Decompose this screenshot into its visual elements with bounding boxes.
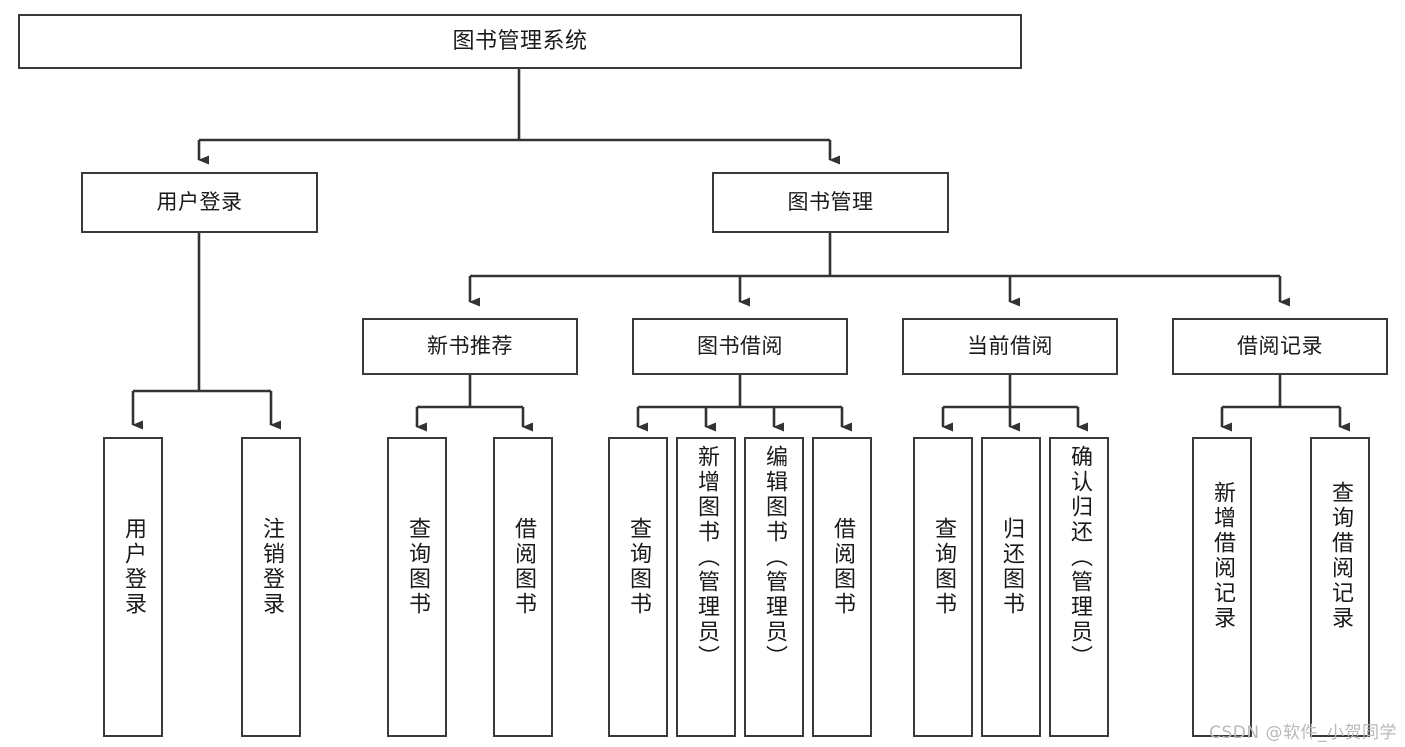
node-book-borrow[interactable]: 图书借阅 <box>632 318 848 375</box>
node-leaf-add-record-label: 新增借阅记录 <box>1210 481 1235 631</box>
node-user-login-label: 用户登录 <box>156 190 243 215</box>
node-book-manage[interactable]: 图书管理 <box>712 172 949 233</box>
node-root-system[interactable]: 图书管理系统 <box>18 14 1022 69</box>
node-leaf-user-login[interactable]: 用户登录 <box>103 437 163 737</box>
node-user-login[interactable]: 用户登录 <box>81 172 318 233</box>
node-leaf-borrow-book-1-label: 借阅图书 <box>511 517 536 617</box>
node-current-borrow-label: 当前借阅 <box>967 334 1053 359</box>
node-leaf-query-record-label: 查询借阅记录 <box>1328 481 1353 631</box>
node-leaf-confirm-return[interactable]: 确认归还（管理员） <box>1049 437 1109 737</box>
node-leaf-edit-book-label: 编辑图书（管理员） <box>762 445 787 670</box>
node-new-book-rec[interactable]: 新书推荐 <box>362 318 578 375</box>
node-leaf-borrow-book-1[interactable]: 借阅图书 <box>493 437 553 737</box>
node-borrow-record[interactable]: 借阅记录 <box>1172 318 1388 375</box>
node-new-book-rec-label: 新书推荐 <box>427 334 513 359</box>
node-root-system-label: 图书管理系统 <box>452 28 588 54</box>
node-leaf-query-book-2[interactable]: 查询图书 <box>608 437 668 737</box>
node-leaf-user-login-label: 用户登录 <box>121 517 146 617</box>
node-leaf-confirm-return-label: 确认归还（管理员） <box>1067 445 1092 670</box>
node-book-manage-label: 图书管理 <box>787 190 874 215</box>
node-leaf-query-book-1[interactable]: 查询图书 <box>387 437 447 737</box>
node-leaf-query-book-3-label: 查询图书 <box>931 517 956 617</box>
node-borrow-record-label: 借阅记录 <box>1237 334 1323 359</box>
node-leaf-borrow-book-2-label: 借阅图书 <box>830 517 855 617</box>
node-leaf-add-record[interactable]: 新增借阅记录 <box>1192 437 1252 737</box>
node-book-borrow-label: 图书借阅 <box>697 334 783 359</box>
node-leaf-query-book-1-label: 查询图书 <box>405 517 430 617</box>
node-leaf-logout-label: 注销登录 <box>259 517 284 617</box>
node-current-borrow[interactable]: 当前借阅 <box>902 318 1118 375</box>
node-leaf-edit-book[interactable]: 编辑图书（管理员） <box>744 437 804 737</box>
node-leaf-return-book[interactable]: 归还图书 <box>981 437 1041 737</box>
node-leaf-add-book-label: 新增图书（管理员） <box>694 445 719 670</box>
node-leaf-logout[interactable]: 注销登录 <box>241 437 301 737</box>
node-leaf-return-book-label: 归还图书 <box>999 517 1024 617</box>
node-leaf-query-record[interactable]: 查询借阅记录 <box>1310 437 1370 737</box>
csdn-watermark: CSDN @软件_小贺同学 <box>1209 723 1397 743</box>
node-leaf-add-book[interactable]: 新增图书（管理员） <box>676 437 736 737</box>
node-leaf-query-book-3[interactable]: 查询图书 <box>913 437 973 737</box>
node-leaf-query-book-2-label: 查询图书 <box>626 517 651 617</box>
node-leaf-borrow-book-2[interactable]: 借阅图书 <box>812 437 872 737</box>
